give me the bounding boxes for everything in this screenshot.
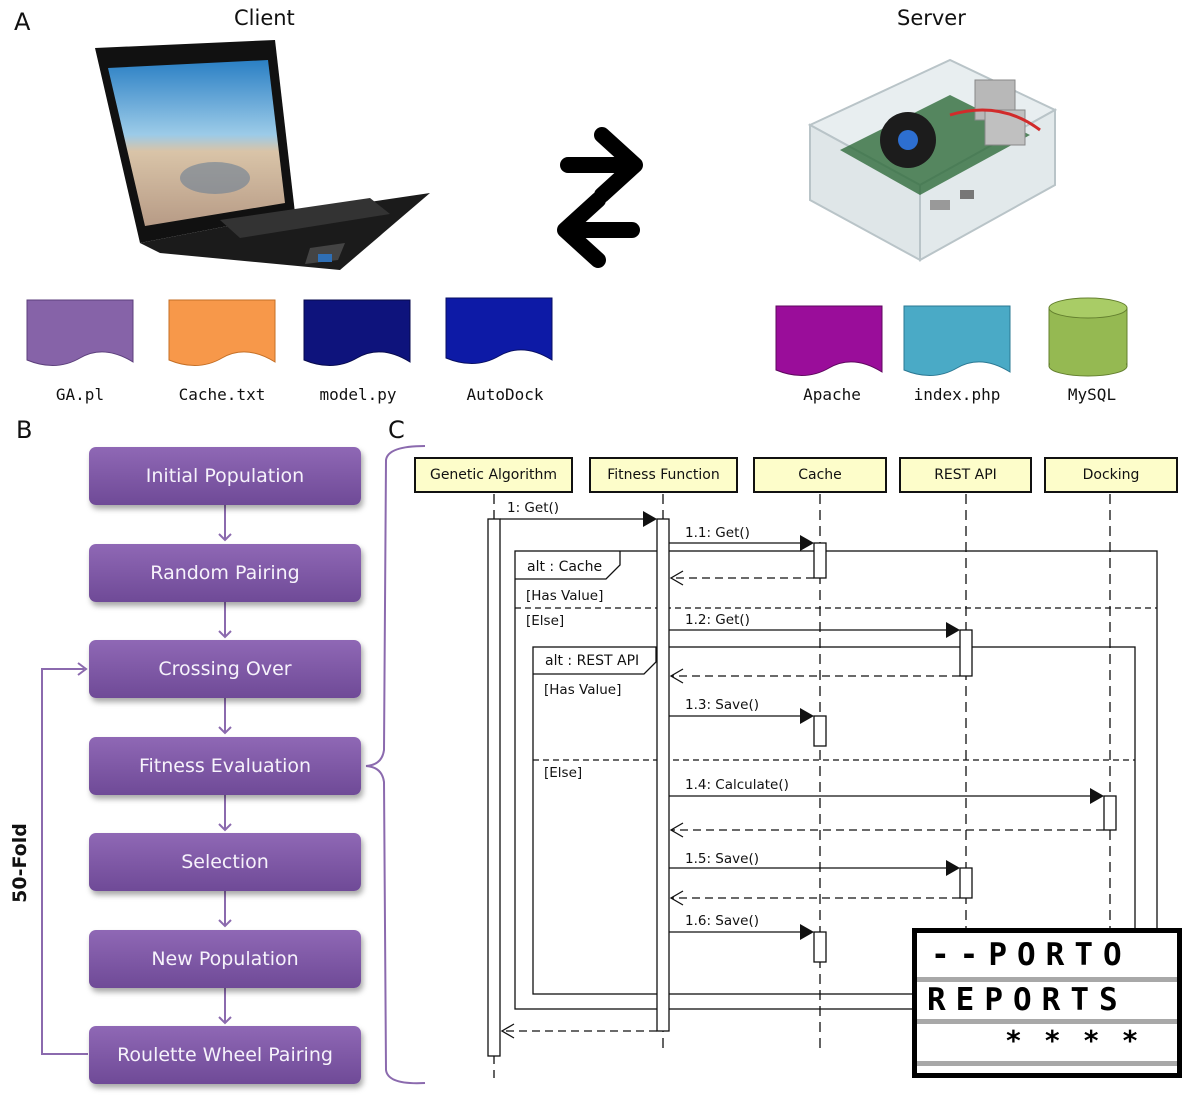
message-label: 1.4: Calculate()	[685, 777, 789, 793]
fragment-title-rest-api: alt : REST API	[545, 653, 639, 669]
lifeline-cache: Cache	[753, 457, 887, 493]
porto-reports-logo: --PORTO REPORTS ****	[912, 928, 1182, 1078]
guard-has-value: [Has Value]	[544, 682, 621, 698]
guard-else: [Else]	[544, 765, 582, 781]
guard-else: [Else]	[526, 613, 564, 629]
logo-line-1: --PORTO	[931, 937, 1191, 973]
lifeline-rest-api: REST API	[899, 457, 1032, 493]
lifeline-fitness-function: Fitness Function	[589, 457, 738, 493]
lifeline-genetic-algorithm: Genetic Algorithm	[414, 457, 573, 493]
lifeline-docking: Docking	[1044, 457, 1178, 493]
message-label: 1.3: Save()	[685, 697, 759, 713]
message-label: 1.1: Get()	[685, 525, 750, 541]
message-label: 1.5: Save()	[685, 851, 759, 867]
message-label: 1.2: Get()	[685, 612, 750, 628]
message-label: 1.6: Save()	[685, 913, 759, 929]
message-label: 1: Get()	[507, 500, 559, 516]
fragment-title-cache: alt : Cache	[527, 559, 602, 575]
guard-has-value: [Has Value]	[526, 588, 603, 604]
logo-stars: ****	[1005, 1024, 1200, 1057]
logo-line-2: REPORTS	[927, 982, 1187, 1018]
